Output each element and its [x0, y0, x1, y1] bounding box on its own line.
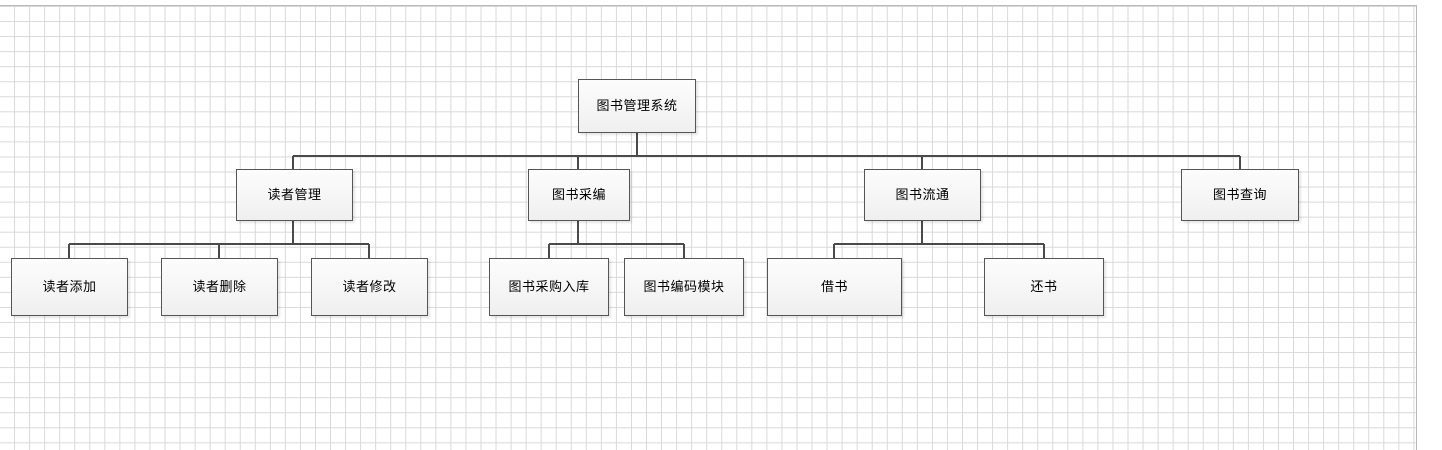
- node-reader-management[interactable]: 读者管理: [236, 169, 353, 221]
- node-book-circulation[interactable]: 图书流通: [864, 169, 981, 221]
- node-book-borrow-label: 借书: [820, 279, 848, 295]
- node-reader-modify[interactable]: 读者修改: [311, 258, 428, 316]
- node-book-purchase[interactable]: 图书采购入库: [489, 258, 609, 316]
- node-book-purchase-label: 图书采购入库: [508, 279, 590, 295]
- node-root-label: 图书管理系统: [596, 98, 678, 114]
- node-reader-delete-label: 读者删除: [192, 279, 247, 295]
- node-root[interactable]: 图书管理系统: [578, 79, 696, 133]
- grid-background: [0, 5, 1417, 450]
- node-reader-add-label: 读者添加: [42, 279, 97, 295]
- node-reader-delete[interactable]: 读者删除: [161, 258, 278, 316]
- node-book-query[interactable]: 图书查询: [1181, 169, 1299, 221]
- node-book-coding-label: 图书编码模块: [643, 279, 725, 295]
- node-book-coding[interactable]: 图书编码模块: [624, 258, 744, 316]
- node-reader-management-label: 读者管理: [267, 187, 322, 203]
- node-book-return-label: 还书: [1030, 279, 1058, 295]
- node-reader-modify-label: 读者修改: [342, 279, 397, 295]
- node-book-query-label: 图书查询: [1212, 187, 1267, 203]
- node-reader-add[interactable]: 读者添加: [11, 258, 128, 316]
- node-book-acquisition-label: 图书采编: [551, 187, 606, 203]
- node-book-return[interactable]: 还书: [984, 258, 1104, 316]
- node-book-borrow[interactable]: 借书: [767, 258, 902, 316]
- node-book-acquisition[interactable]: 图书采编: [528, 169, 630, 221]
- node-book-circulation-label: 图书流通: [895, 187, 950, 203]
